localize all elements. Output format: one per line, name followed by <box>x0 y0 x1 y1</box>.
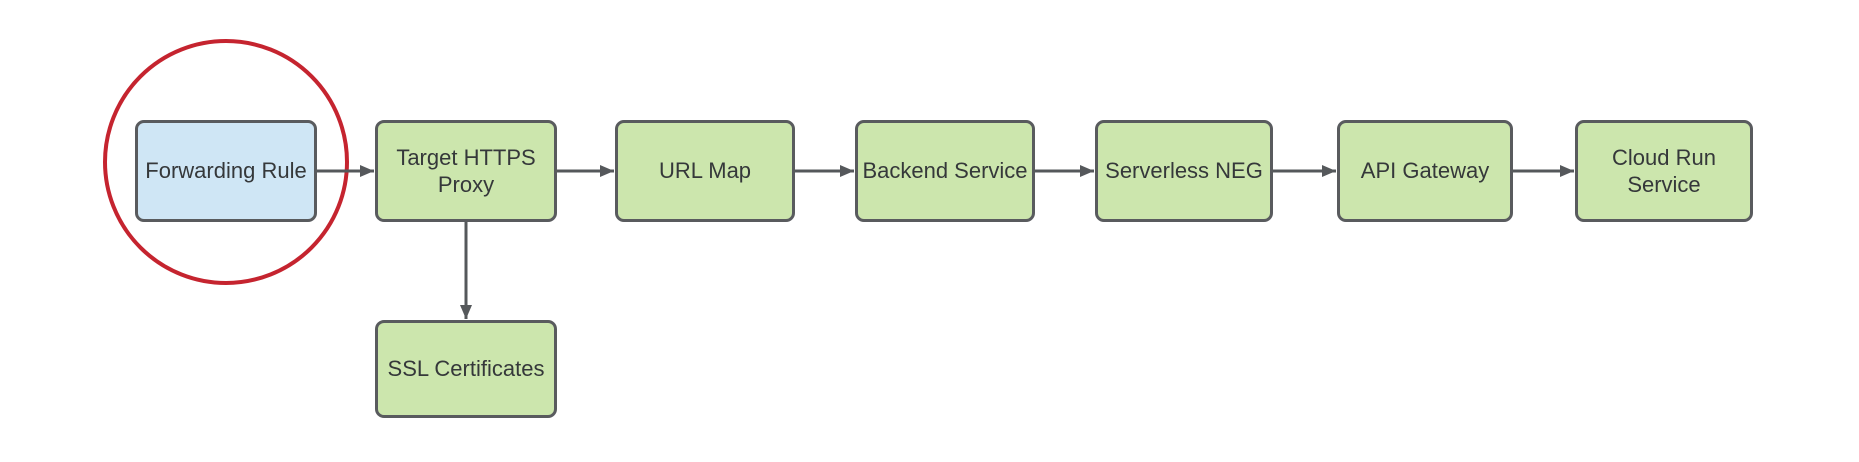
node-cloud-run-service: Cloud Run Service <box>1575 120 1753 222</box>
node-api-gateway: API Gateway <box>1337 120 1513 222</box>
node-serverless-neg: Serverless NEG <box>1095 120 1273 222</box>
node-label: Cloud Run Service <box>1612 144 1716 198</box>
node-label: Serverless NEG <box>1105 158 1263 184</box>
node-target-https-proxy: Target HTTPS Proxy <box>375 120 557 222</box>
node-label: URL Map <box>658 158 752 184</box>
node-forwarding-rule: Forwarding Rule <box>135 120 317 222</box>
node-label: API Gateway <box>1360 158 1490 184</box>
node-label: Target HTTPS Proxy <box>396 144 536 198</box>
node-backend-service: Backend Service <box>855 120 1035 222</box>
node-label: Backend Service <box>862 158 1028 184</box>
node-label: Forwarding Rule <box>145 158 307 184</box>
node-label: SSL Certificates <box>387 356 545 382</box>
highlight-circle-annotation <box>103 39 349 285</box>
node-url-map: URL Map <box>615 120 795 222</box>
node-ssl-certificates: SSL Certificates <box>375 320 557 418</box>
